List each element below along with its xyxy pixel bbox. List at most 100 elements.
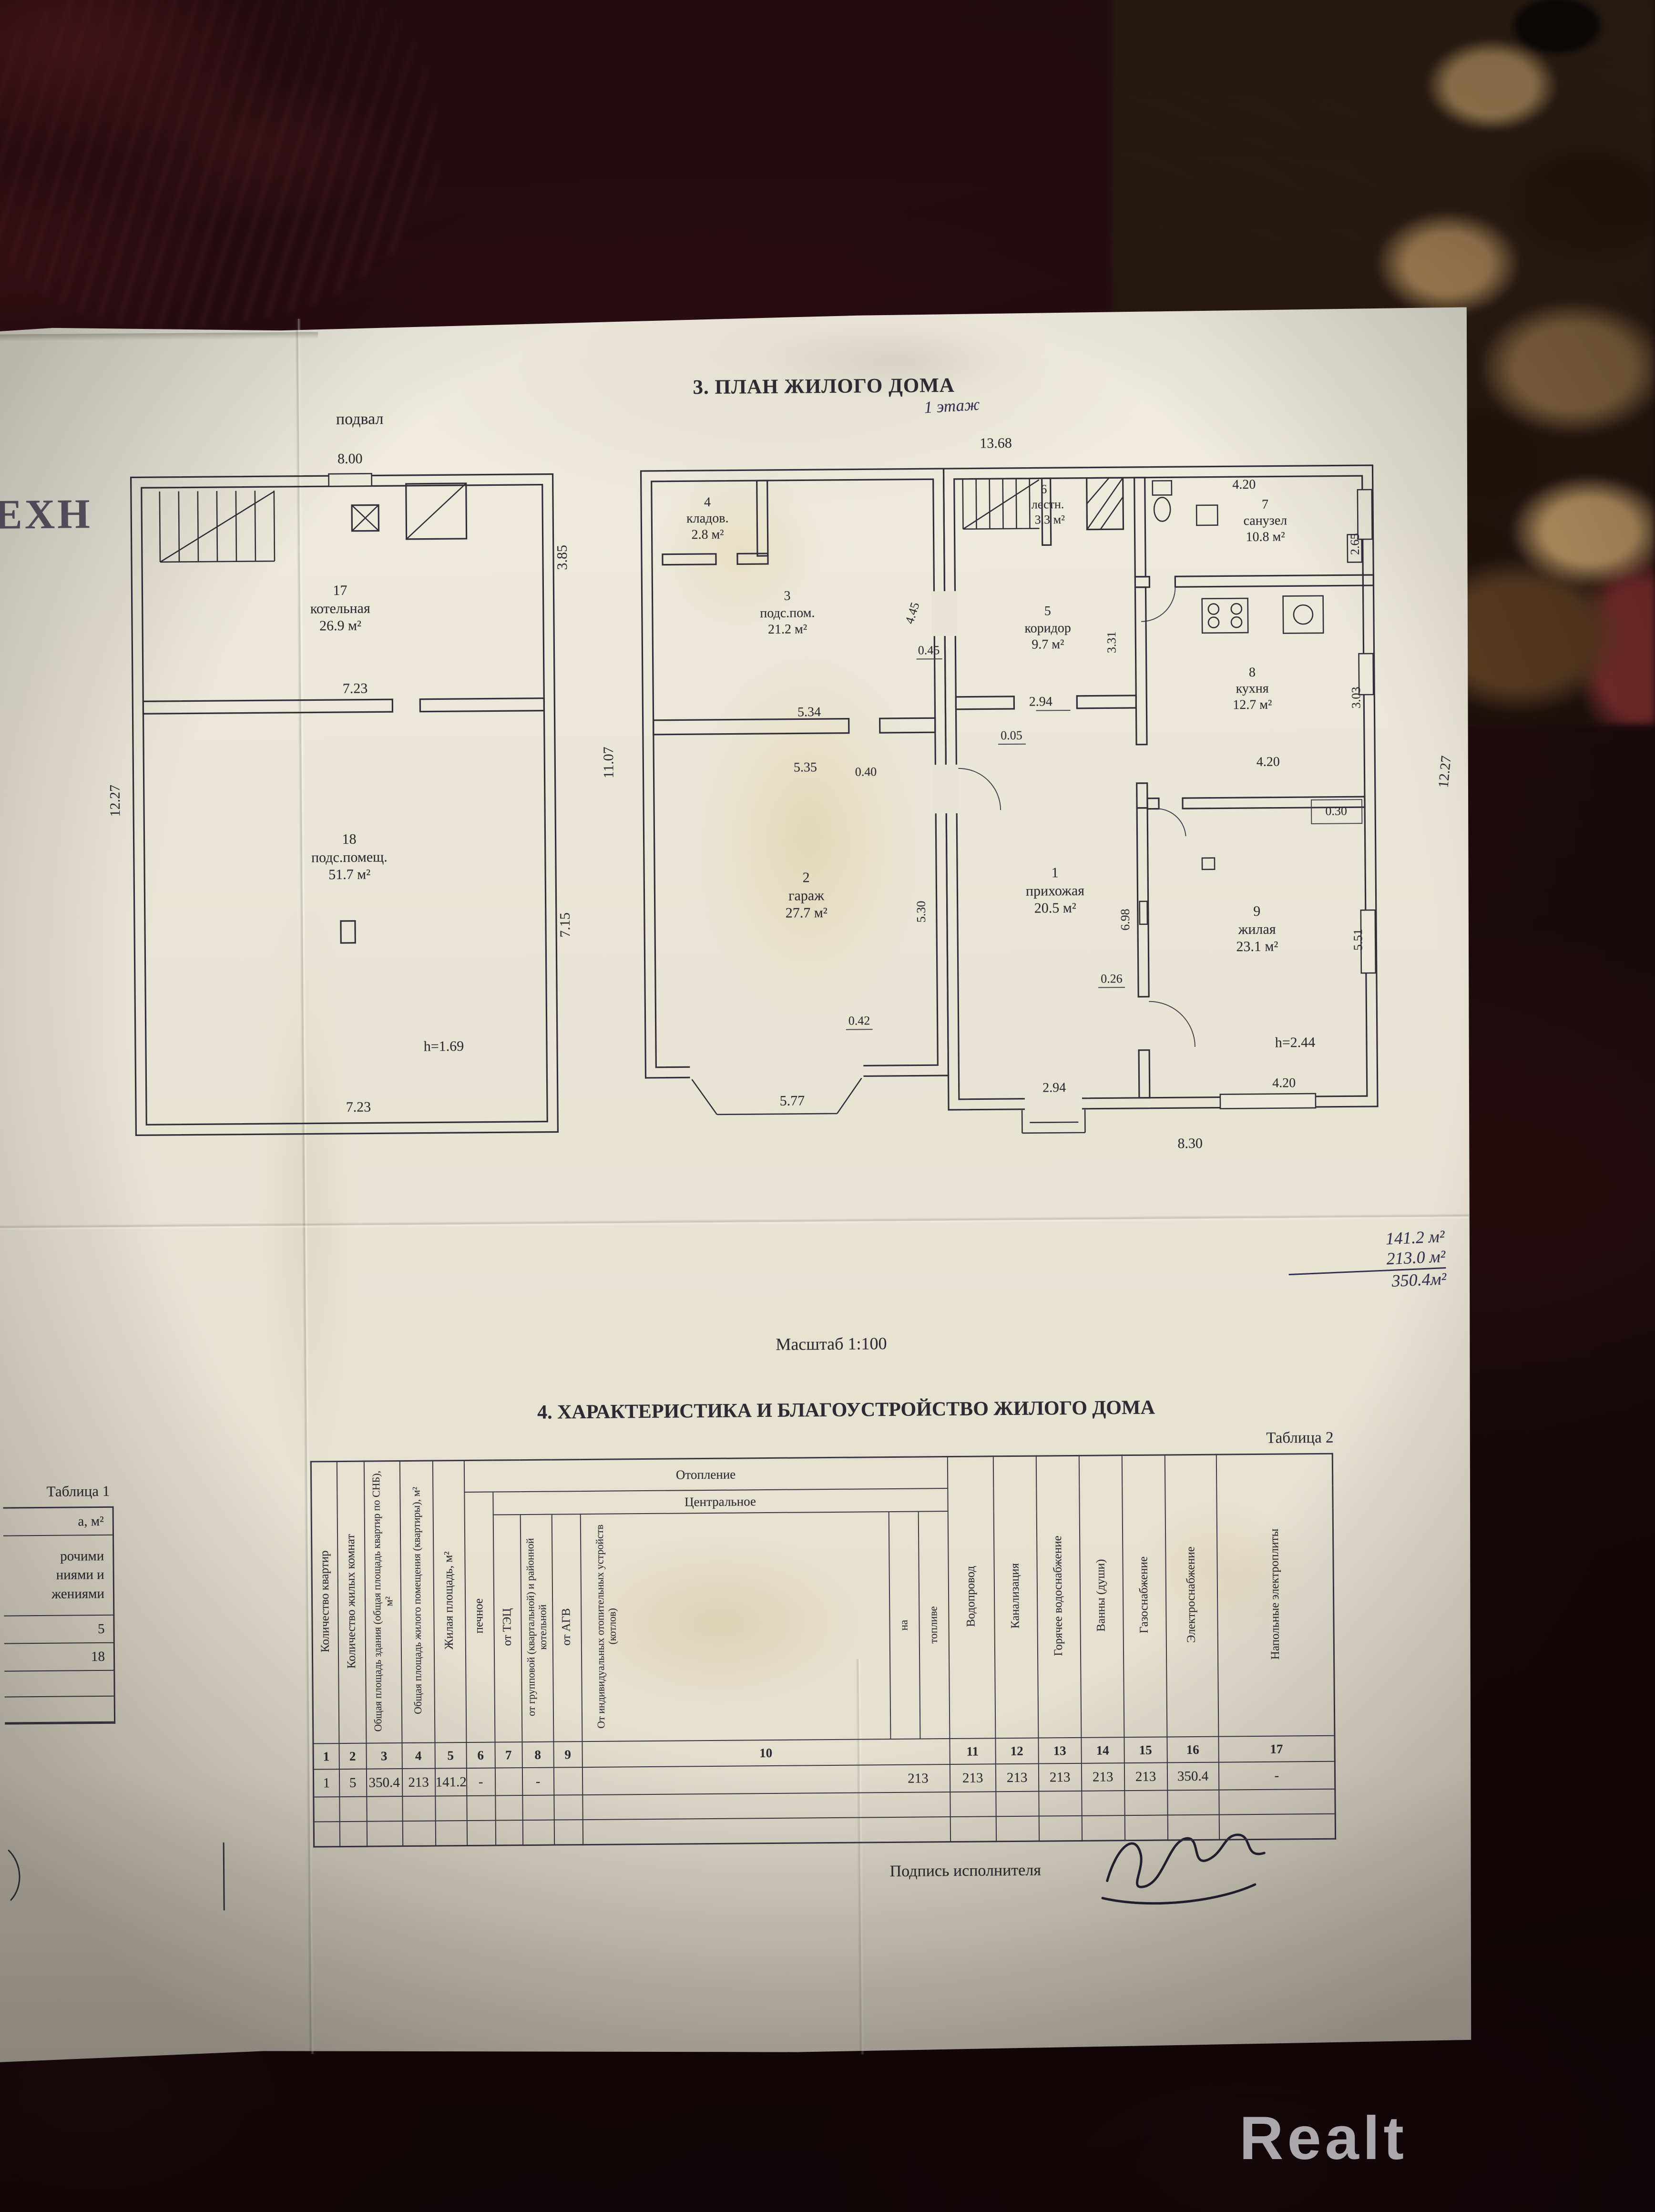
t2-number-cell: 6 [466,1742,495,1768]
th-stove-heating-label: печное [472,1598,486,1634]
plan-label: 0.45 [918,643,940,657]
plan-label: 3.3 м² [1035,512,1065,526]
plan-label: 3.03 [1349,686,1363,708]
t2-empty-cell [402,1821,436,1846]
t2-number-cell: 8 [521,1741,554,1768]
t2-empty-cell [1167,1790,1219,1815]
plan-label: 0.40 [855,765,877,778]
th-sewer-label: Канализация [1008,1563,1022,1629]
t2-value-cell: 350.4 [1167,1762,1219,1791]
plan-label: 6 [1041,482,1047,496]
plan-label: 2.94 [1029,694,1052,709]
plan-label: 11.07 [601,747,617,778]
signature-ink [8,1833,1266,1911]
table2-label: Таблица 2 [1266,1429,1334,1447]
th-fuel-on: на [888,1512,919,1739]
th-total-area-label: Общая площадь жилого помещения (квартиры… [410,1487,424,1715]
th-total-area: Общая площадь жилого помещения (квартиры… [399,1461,435,1743]
plan-label: 5.35 [794,760,817,775]
plan-label: 10.8 м² [1246,529,1285,544]
plan-label: 5.77 [780,1093,805,1108]
t2-empty-cell [950,1792,996,1817]
table1-fragment-row [4,1670,114,1698]
plan-label: 2.8 м² [691,527,724,543]
t2-empty-cell [950,1816,996,1842]
t2-value-cell: 213 [950,1764,996,1792]
scale-note: Масштаб 1:100 [776,1334,887,1354]
plan-label: 6.98 [1118,909,1132,931]
t2-empty-cell [435,1795,467,1821]
plan-label: 3.85 [554,545,570,570]
t2-number-cell: 5 [434,1742,467,1769]
t2-empty-cell [582,1792,950,1820]
t2-number-cell: 16 [1166,1736,1219,1763]
characteristics-table: Количество квартир Количество жилых комн… [310,1453,1337,1848]
plan-label: 8 [1249,665,1256,680]
signature-label: Подпись исполнителя [889,1861,1042,1881]
t2-number-cell: 11 [949,1738,996,1765]
table1-fragment-line: рочими [60,1548,104,1564]
th-living-area: Жилая площадь, м² [432,1460,466,1743]
t2-value-cell: 5 [339,1769,367,1797]
t2-empty-cell [1124,1790,1168,1816]
plan-label: 5 [1044,604,1051,618]
plan-label: 4 [704,495,711,510]
t2-empty-cell [435,1820,467,1846]
plan-label: 7.15 [557,912,573,938]
t2-empty-cell [554,1820,583,1845]
table1-fragment-row: 5 [4,1615,113,1644]
th-electricity: Электроснабжение [1165,1454,1218,1737]
t2-value-cell: 213 [582,1764,950,1795]
plan-label: 18 [342,831,356,847]
plan-label: подвал [336,410,384,428]
table1-fragment-row: а, м² [3,1507,113,1536]
t2-empty-cell [1218,1789,1336,1815]
plan-label: 8.00 [337,451,363,467]
plan-label: 7.23 [346,1099,371,1115]
t2-empty-cell [1219,1813,1336,1840]
th-stove-heating: печное [464,1492,495,1742]
t2-empty-cell [495,1820,523,1846]
plan-label: 7 [1262,497,1268,512]
plan-label: 3 [784,589,790,604]
t2-number-cell: 10 [582,1739,950,1768]
plan-label: 4.20 [1272,1075,1296,1090]
plan-label: 12.7 м² [1233,697,1272,713]
plan-label: кухня [1236,681,1268,696]
t2-value-cell: 213 [995,1763,1039,1792]
plan-label: 2.65 [1348,533,1362,555]
table1-fragment-row: 18 [4,1643,114,1672]
plan-label: 23.1 м² [1236,939,1278,955]
plan-label: 5.34 [797,705,821,719]
table1-fragment: Таблица 1 а, м² рочими ниями и жениями 5… [3,1483,116,1725]
th-fuel-subcolumns: на топливе [888,1512,949,1739]
plan-label: 7.23 [343,681,368,696]
handwritten-totals: 141.2 м² 213.0 м² 350.4м² [1287,1226,1447,1295]
th-water-label: Водопровод [964,1566,978,1627]
plan-label: прихожая [1026,883,1085,899]
th-electricity-label: Электроснабжение [1184,1546,1198,1643]
t2-empty-cell [466,1795,496,1821]
plan-label: 26.9 м² [319,618,361,634]
th-baths: Ванны (души) [1079,1455,1124,1738]
t2-empty-cell [582,1817,950,1845]
plan-walls [130,464,1379,1137]
t2-number-cell: 17 [1218,1735,1335,1762]
t2-empty-cell [996,1816,1039,1842]
plan-label: 1 [1052,865,1059,881]
th-fuel-type: топливе [918,1512,949,1739]
plan-label: 2.94 [1042,1080,1066,1095]
plan-label: 8.30 [1177,1136,1203,1151]
t2-empty-cell [522,1820,554,1845]
plan-label: 5.30 [914,901,928,923]
plan-label: подс.пом. [760,605,815,621]
t2-number-cell: 4 [401,1742,435,1769]
th-electric-stoves: Напольные электроплиты [1216,1454,1335,1737]
t2-number-cell: 7 [494,1742,522,1768]
plan-label: жилая [1238,922,1276,938]
plan-label: лестн. [1032,497,1064,512]
th-baths-label: Ванны (души) [1094,1559,1108,1632]
